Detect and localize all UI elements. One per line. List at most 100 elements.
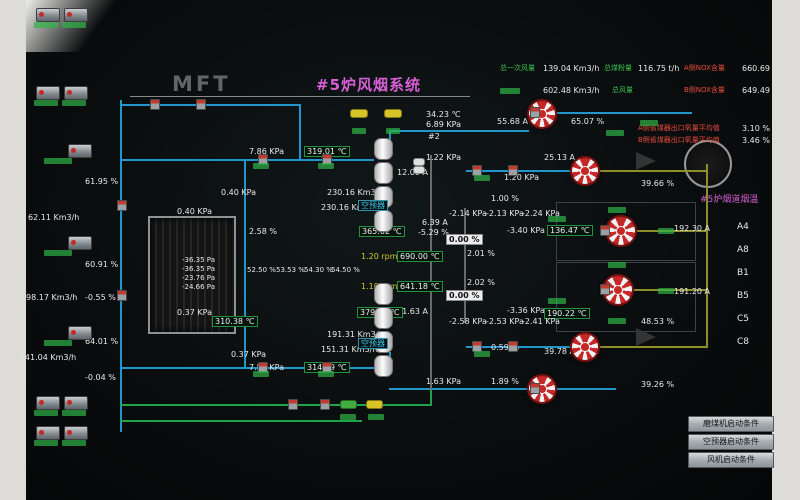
- valve-icon[interactable]: [117, 290, 127, 301]
- equipment-icon[interactable]: [68, 144, 92, 158]
- label-stub: [44, 340, 72, 346]
- label-stub: [368, 414, 384, 420]
- fan-start-permit-button[interactable]: 风机启动条件: [688, 452, 774, 468]
- fan-icon[interactable]: [607, 217, 635, 245]
- pipe: [299, 104, 301, 160]
- flue-temp-item: B5: [737, 291, 749, 301]
- reading-value: 65.07 %: [571, 117, 605, 126]
- valve-icon[interactable]: [117, 200, 127, 211]
- label-stub: [34, 100, 58, 106]
- reading-value: -24.66 Pa: [182, 283, 215, 291]
- label-stub: [606, 130, 624, 136]
- reading-value: 55.68 A: [497, 117, 528, 126]
- reading-value: 60.91 %: [85, 260, 119, 269]
- valve-icon[interactable]: [530, 383, 540, 394]
- pipe: [430, 390, 432, 406]
- equipment-icon[interactable]: [68, 326, 92, 340]
- label-stub: [34, 440, 58, 446]
- label-stub: [340, 414, 356, 420]
- equipment-icon[interactable]: [36, 86, 60, 100]
- valve-icon[interactable]: [530, 107, 540, 118]
- valve-icon[interactable]: [508, 341, 518, 352]
- label-stub: [62, 410, 86, 416]
- preheater-segment: [374, 283, 393, 305]
- reading-value: -36.35 Pa: [182, 265, 215, 273]
- airheater-start-permit-button[interactable]: 空预器启动条件: [688, 434, 774, 450]
- equipment-group-outline: [556, 262, 696, 332]
- valve-icon[interactable]: [320, 399, 330, 410]
- reading-value: 总煤粉量: [604, 64, 632, 72]
- label-stub: [608, 318, 626, 324]
- flue-temp-panel-title: #5炉烟道烟温: [700, 195, 759, 205]
- pipe: [466, 170, 572, 172]
- equipment-icon[interactable]: [64, 86, 88, 100]
- reading-value: 34.23 ℃: [426, 110, 461, 119]
- reading-value: 310.38 ℃: [212, 316, 258, 327]
- fan-icon[interactable]: [572, 158, 598, 184]
- reading-value: 230.16 Km3/h: [327, 188, 384, 197]
- valve-icon[interactable]: [600, 225, 610, 236]
- label-stub: [352, 128, 366, 134]
- reading-value: A侧省煤器出口氧量平均值: [638, 124, 720, 132]
- reading-value: A侧NOX含量: [684, 64, 725, 72]
- indicator-pill[interactable]: [384, 109, 402, 118]
- furnace-icon: [148, 216, 236, 334]
- valve-icon[interactable]: [508, 165, 518, 176]
- mill-start-permit-button[interactable]: 磨煤机启动条件: [688, 416, 774, 432]
- mft-watermark: MFT: [172, 72, 231, 96]
- equipment-icon[interactable]: [36, 426, 60, 440]
- reading-value: 53.53 %: [276, 266, 305, 274]
- equipment-icon[interactable]: [64, 396, 88, 410]
- equipment-icon[interactable]: [36, 8, 60, 22]
- pipe: [389, 130, 529, 132]
- chimney-icon: [684, 140, 732, 188]
- page-title: #5炉风烟系统: [316, 76, 422, 94]
- preheater-segment: [374, 355, 393, 377]
- fan-icon[interactable]: [572, 334, 598, 360]
- indicator-pill[interactable]: [350, 109, 368, 118]
- reading-value: 3.46 %: [742, 136, 770, 145]
- reading-value: -0.04 %: [85, 373, 116, 382]
- reading-value: 1.63 KPa: [426, 377, 461, 386]
- pipe: [120, 159, 374, 161]
- equipment-icon[interactable]: [64, 8, 88, 22]
- reading-value: 0.00 %: [446, 234, 483, 245]
- reading-value: 0.37 KPa: [231, 350, 266, 359]
- equipment-icon[interactable]: [36, 396, 60, 410]
- label-stub: [44, 250, 72, 256]
- flue-temp-item: A8: [737, 245, 749, 255]
- reading-value: 230.16 Km3/h: [321, 203, 378, 212]
- valve-icon[interactable]: [600, 284, 610, 295]
- reading-value: 6.89 KPa: [426, 120, 461, 129]
- reading-value: 2.58 %: [249, 227, 277, 236]
- indicator-pill[interactable]: [413, 166, 425, 174]
- valve-icon[interactable]: [196, 99, 206, 110]
- indicator-pill[interactable]: [366, 400, 383, 409]
- equipment-icon[interactable]: [68, 236, 92, 250]
- label-stub: [318, 371, 334, 377]
- label-stub: [608, 207, 626, 213]
- reading-value: 11.63 A: [397, 307, 428, 316]
- reading-value: -3.36 KPa: [507, 306, 545, 315]
- reading-value: 98.17 Km3/h: [26, 293, 78, 302]
- reading-value: 641.18 ℃: [397, 281, 443, 292]
- reading-value: 54.50 %: [331, 266, 360, 274]
- pipe: [120, 367, 374, 369]
- preheater-label: 空预器: [358, 200, 388, 211]
- equipment-icon[interactable]: [64, 426, 88, 440]
- label-stub: [62, 100, 86, 106]
- reading-value: -2.13 KPa: [486, 209, 524, 218]
- indicator-pill[interactable]: [340, 400, 357, 409]
- reading-value: 191.20 A: [674, 287, 711, 296]
- reading-value: 1.22 KPa: [426, 153, 461, 162]
- valve-icon[interactable]: [288, 399, 298, 410]
- preheater-segment: [374, 307, 393, 329]
- flue-temp-item: B1: [737, 268, 749, 278]
- reading-value: 64.01 %: [85, 337, 119, 346]
- indicator-pill[interactable]: [413, 158, 425, 166]
- reading-value: -41.04 Km3/h: [22, 353, 77, 362]
- valve-icon[interactable]: [150, 99, 160, 110]
- reading-value: -36.35 Pa: [182, 256, 215, 264]
- pipe: [466, 346, 572, 348]
